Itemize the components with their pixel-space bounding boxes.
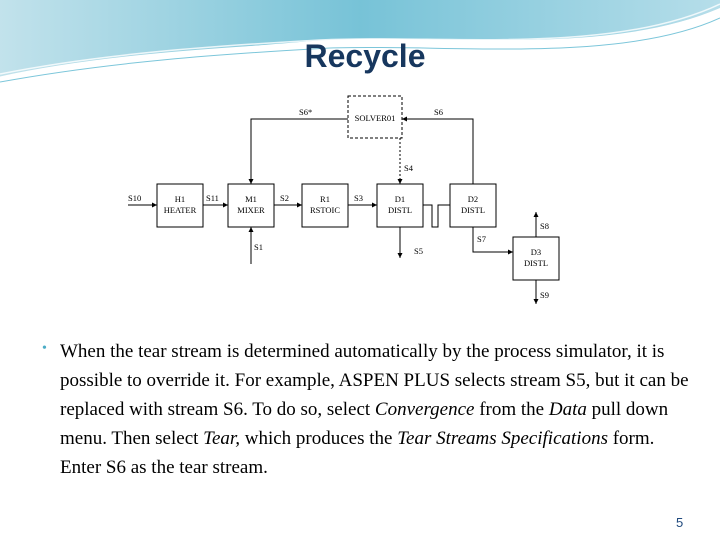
para-run-6: Tear, bbox=[203, 428, 240, 449]
stream-d1-d2-line bbox=[423, 204, 450, 228]
stream-s5-label: S5 bbox=[414, 246, 423, 256]
header-wave-decoration bbox=[0, 0, 720, 83]
stream-s2-label: S2 bbox=[280, 193, 289, 203]
stream-s6-line bbox=[402, 118, 474, 184]
para-run-3: from the bbox=[474, 399, 549, 420]
stream-s10-label: S10 bbox=[128, 193, 141, 203]
block-r1-id: R1 bbox=[320, 194, 330, 204]
solver-label: SOLVER01 bbox=[355, 113, 396, 123]
block-d2 bbox=[449, 183, 497, 228]
stream-s4-label: S4 bbox=[404, 163, 414, 173]
solver-block bbox=[347, 95, 403, 139]
stream-s8-label: S8 bbox=[540, 221, 549, 231]
block-d3-type: DISTL bbox=[524, 258, 548, 268]
stream-s6-label: S6 bbox=[434, 107, 443, 117]
stream-s6star-label: S6* bbox=[299, 107, 312, 117]
para-run-2: Convergence bbox=[374, 399, 475, 420]
para-run-5: pull down menu. Then select bbox=[60, 399, 669, 449]
block-m1-type: MIXER bbox=[237, 205, 265, 215]
block-d2-type: DISTL bbox=[461, 205, 485, 215]
stream-s6star-line bbox=[250, 118, 348, 184]
stream-s3-label: S3 bbox=[354, 193, 363, 203]
bullet-icon: • bbox=[42, 341, 47, 356]
stream-s11-label: S11 bbox=[206, 193, 219, 203]
block-d1-id: D1 bbox=[395, 194, 405, 204]
block-h1-type: HEATER bbox=[164, 205, 197, 215]
block-d3-id: D3 bbox=[531, 247, 541, 257]
para-run-7: which produces the bbox=[239, 428, 398, 449]
body-paragraph: When the tear stream is determined autom… bbox=[42, 337, 692, 482]
block-d2-id: D2 bbox=[468, 194, 478, 204]
block-d1-type: DISTL bbox=[388, 205, 412, 215]
block-h1-id: H1 bbox=[175, 194, 185, 204]
page-number: 5 bbox=[676, 515, 684, 530]
process-flow-diagram: SOLVER01 H1 HEATER M1 MIXER R1 RSTOIC D1… bbox=[128, 95, 560, 304]
block-m1-id: M1 bbox=[245, 194, 257, 204]
para-run-4: Data bbox=[548, 399, 587, 420]
stream-s7-line bbox=[472, 227, 513, 253]
stream-s1-label: S1 bbox=[254, 242, 263, 252]
para-run-8: Tear Streams Specifications bbox=[397, 428, 608, 449]
stream-s9-label: S9 bbox=[540, 290, 549, 300]
para-run-1: When the tear stream is determined autom… bbox=[60, 341, 689, 420]
slide-title: Recycle bbox=[304, 38, 426, 74]
stream-s7-label: S7 bbox=[477, 234, 486, 244]
block-r1-type: RSTOIC bbox=[310, 205, 340, 215]
para-run-9: form. Enter S6 as the tear stream. bbox=[60, 428, 655, 478]
